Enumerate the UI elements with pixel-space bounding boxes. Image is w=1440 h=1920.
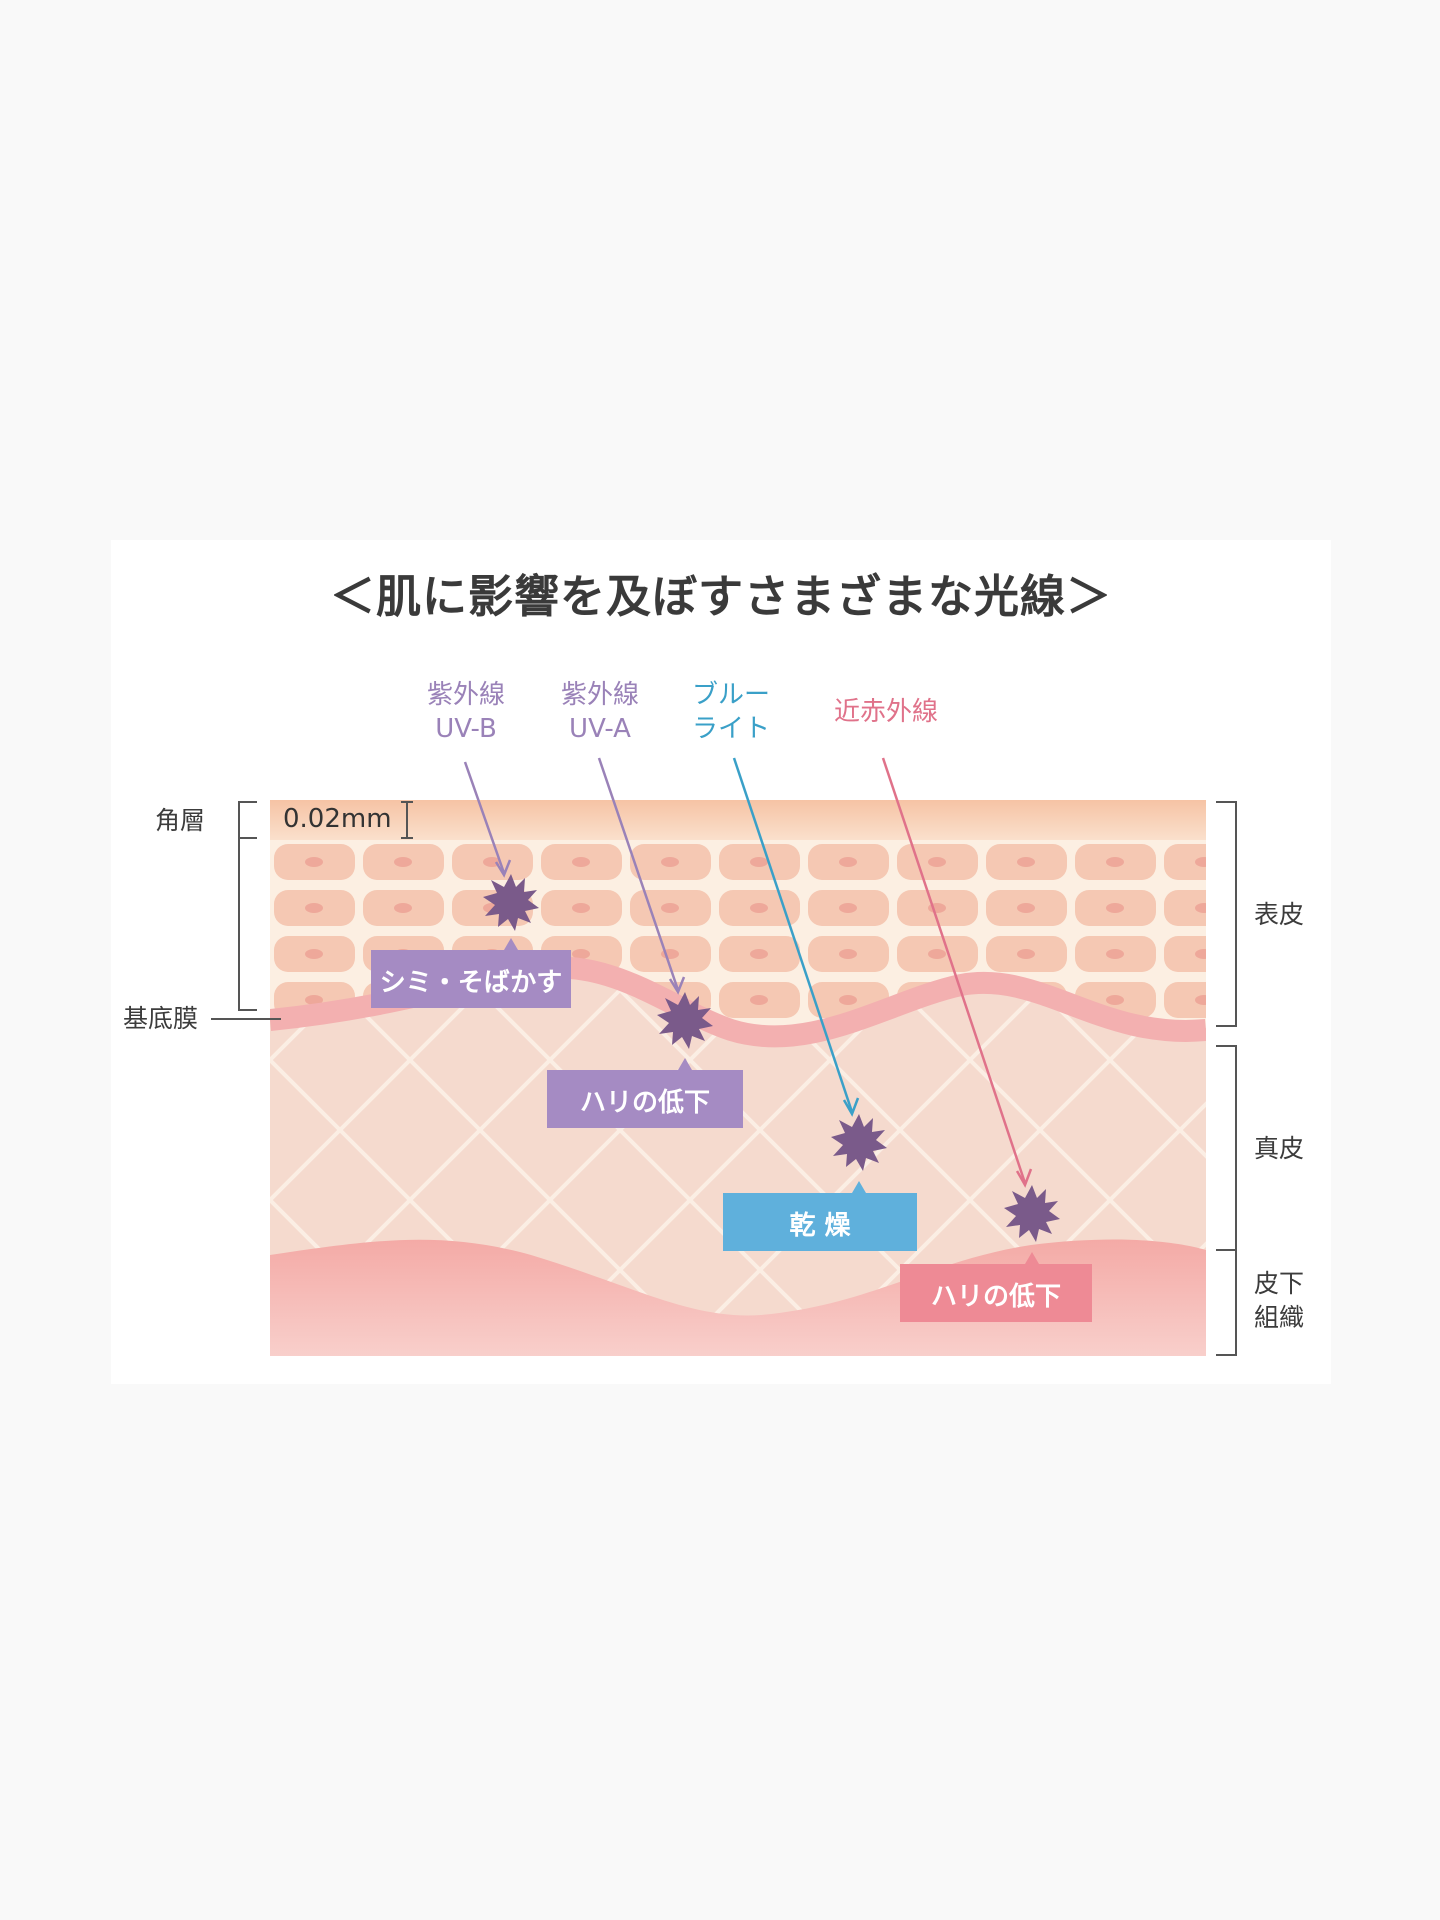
uvb-ray (463, 761, 506, 874)
label-dermis: 真皮 (1254, 1134, 1305, 1163)
effect-label-spots: シミ・そばかす (379, 968, 563, 998)
ray-label-uvb-line1: 紫外線 (426, 680, 505, 710)
effect-box-blue (723, 1181, 917, 1251)
ray-label-blue-line1: ブルー (691, 680, 770, 710)
ray-label-uva-line2: UV-A (569, 714, 631, 744)
label-subcutaneous-line2: 組織 (1254, 1303, 1305, 1332)
damage-starburst-nir (1004, 1185, 1060, 1242)
stratum-bracket (238, 801, 257, 839)
effect-box-uvb (371, 938, 571, 1008)
diagram-card: ＜肌に影響を及ぼすさまざまな光線＞ (111, 540, 1331, 1384)
ray-label-uvb: 紫外線 UV-B (411, 678, 521, 746)
skin-cross-section (211, 757, 1237, 1356)
damage-starburst-blue (831, 1114, 887, 1171)
dermis-bracket (1216, 1045, 1237, 1251)
effect-box-uva (547, 1058, 743, 1128)
ray-label-uva-line1: 紫外線 (560, 680, 639, 710)
label-thickness: 0.02mm (283, 804, 392, 834)
ray-label-bluelight: ブルー ライト (676, 678, 786, 746)
effect-label-firmness-nir: ハリの低下 (930, 1282, 1061, 1312)
label-stratum-corneum: 角層 (155, 806, 206, 835)
damage-starburst-uvb (483, 874, 539, 931)
diagram-title: ＜肌に影響を及ぼすさまざまな光線＞ (329, 570, 1112, 623)
stratum-corneum (270, 800, 1206, 840)
effect-label-firmness-uva: ハリの低下 (579, 1088, 710, 1118)
ray-label-nir-line1: 近赤外線 (833, 697, 938, 727)
effect-label-dryness: 乾 燥 (789, 1211, 851, 1241)
epidermis-bracket (1216, 801, 1237, 1027)
ray-label-uvb-line2: UV-B (435, 714, 497, 744)
nir-ray (881, 757, 1027, 1184)
uva-ray (597, 757, 680, 991)
effect-box-nir (900, 1252, 1092, 1322)
label-basement-membrane: 基底膜 (123, 1004, 199, 1033)
label-subcutaneous-line1: 皮下 (1254, 1269, 1305, 1298)
bluelight-ray (732, 757, 854, 1113)
label-subcutaneous: 皮下 組織 (1254, 1267, 1304, 1335)
ray-label-nir: 近赤外線 (811, 695, 961, 729)
ray-label-uva: 紫外線 UV-A (545, 678, 655, 746)
damage-starburst-uva (657, 992, 713, 1049)
label-epidermis: 表皮 (1254, 900, 1305, 929)
ray-label-blue-line2: ライト (691, 714, 770, 744)
subcutaneous-bracket (1216, 1249, 1237, 1356)
